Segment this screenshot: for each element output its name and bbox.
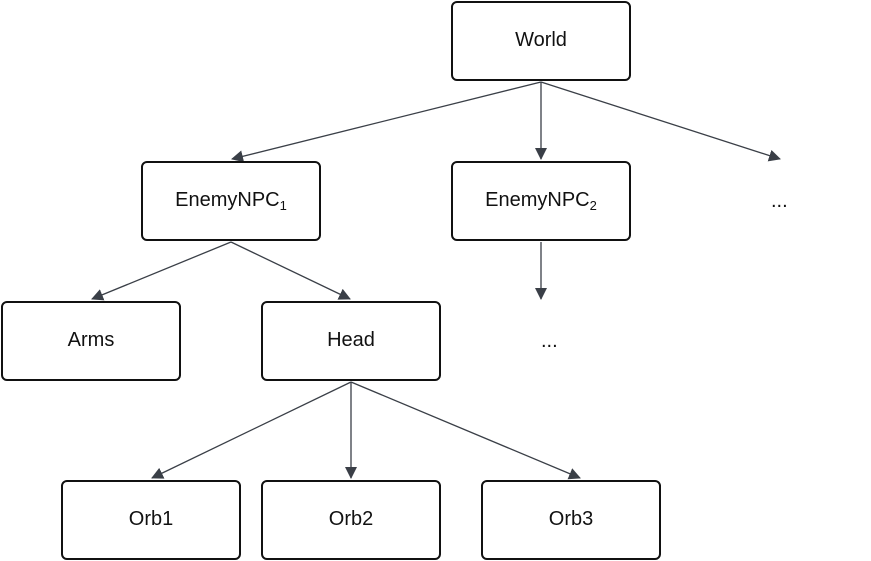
node-world-label: World [515, 29, 567, 51]
node-head: Head [261, 301, 441, 381]
edge-head-orb1 [151, 381, 352, 479]
node-enemynpc2-label: EnemyNPC2 [485, 189, 597, 213]
node-enemynpc1: EnemyNPC1 [141, 161, 321, 241]
node-orb3-label: Orb3 [548, 508, 594, 530]
node-orb2: Orb2 [261, 480, 441, 560]
ellipsis-more-children: ... [771, 190, 788, 212]
node-orb3: Orb3 [481, 480, 661, 560]
node-orb1: Orb1 [61, 480, 241, 560]
edge-head-orb3 [350, 381, 581, 480]
edge-world-enemynpc1 [231, 81, 542, 163]
edge-enemynpc1-arms [91, 241, 232, 301]
node-head-label: Head [327, 329, 375, 351]
node-orb1-label: Orb1 [128, 508, 174, 530]
edge-world-more [540, 81, 781, 162]
ellipsis-enemynpc2-children: ... [541, 330, 558, 352]
edge-enemynpc1-head [230, 241, 351, 300]
node-enemynpc1-label: EnemyNPC1 [175, 189, 287, 213]
node-enemynpc2: EnemyNPC2 [451, 161, 631, 241]
node-arms-label: Arms [67, 329, 115, 351]
node-world: World [451, 1, 631, 81]
node-arms: Arms [1, 301, 181, 381]
node-orb2-label: Orb2 [328, 508, 374, 530]
